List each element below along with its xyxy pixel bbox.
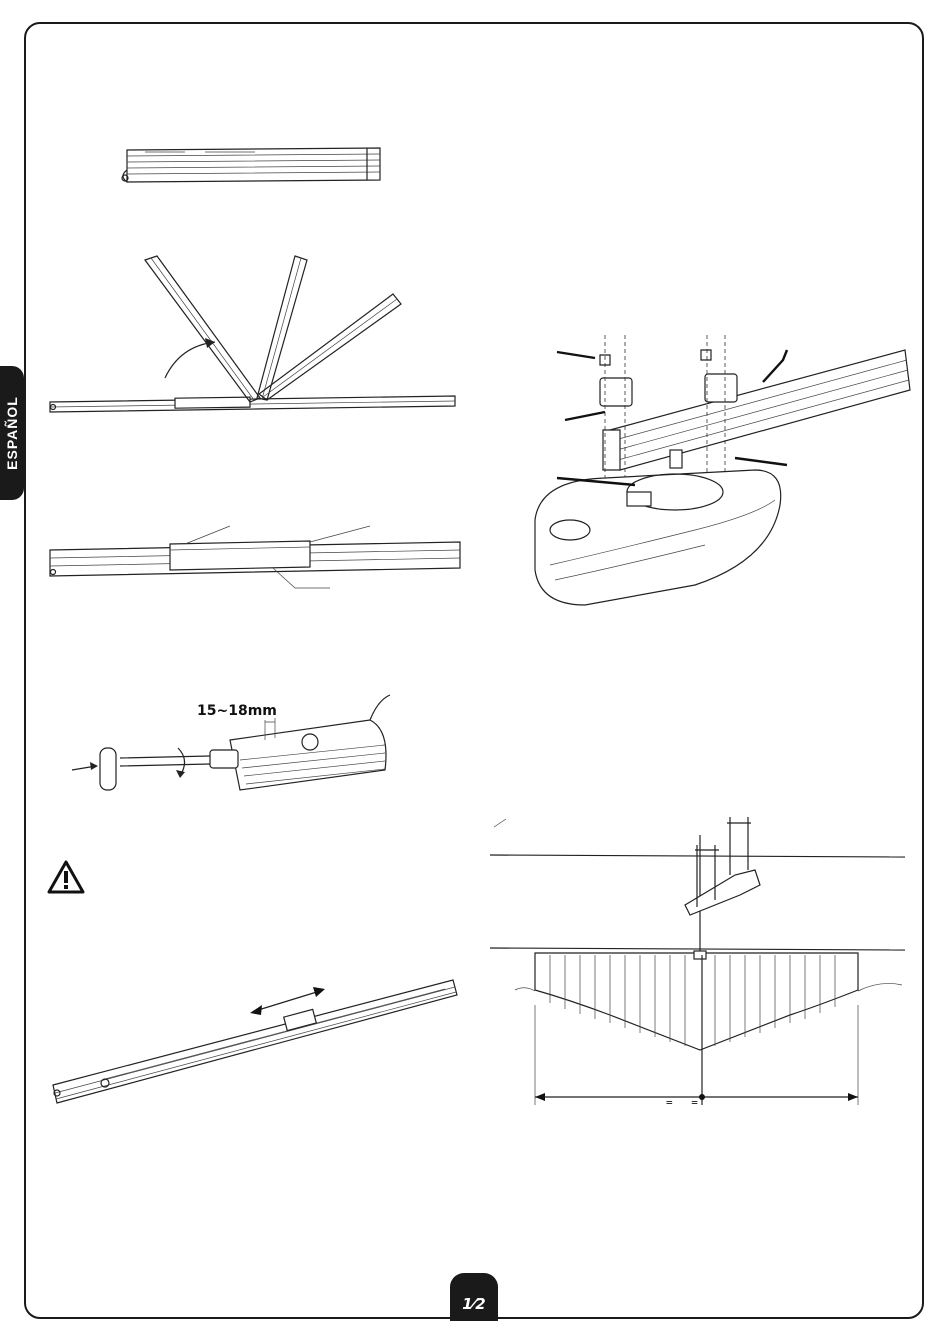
dimension-label: 15~18mm: [197, 703, 277, 719]
page-number: 1⁄2: [462, 1295, 485, 1313]
page-frame: [24, 22, 924, 1319]
door-installation-figure: [490, 815, 910, 1115]
unfolding-rail-figure: [45, 250, 465, 420]
folded-rail-figure: [115, 140, 385, 190]
language-label: ESPAÑOL: [4, 396, 20, 470]
rail-sleeve-figure: [45, 520, 465, 595]
rail-carriage-figure: [45, 975, 465, 1115]
center-equal-mark: = =: [666, 1096, 704, 1109]
warning-triangle-icon: [47, 860, 85, 894]
motor-mounting-figure: [525, 330, 915, 610]
